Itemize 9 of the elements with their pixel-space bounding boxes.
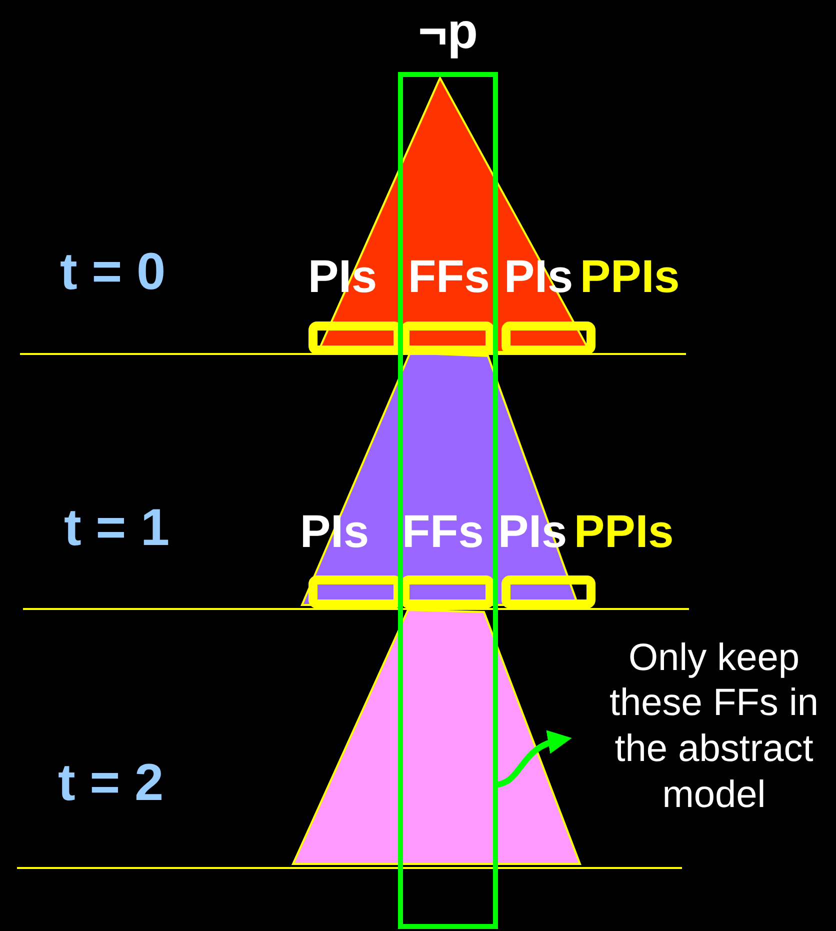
note-text: Only keep these FFs in the abstract model <box>608 636 820 818</box>
input-label: PPIs <box>580 253 680 299</box>
input-label: PPIs <box>574 508 674 554</box>
flip-flop-label: FFs <box>408 253 490 299</box>
flip-flop-label: FFs <box>402 508 484 554</box>
column-heading: ¬p <box>417 6 479 56</box>
time-label: t = 2 <box>58 757 164 809</box>
time-label: t = 1 <box>64 502 170 554</box>
time-label: t = 0 <box>60 246 166 298</box>
